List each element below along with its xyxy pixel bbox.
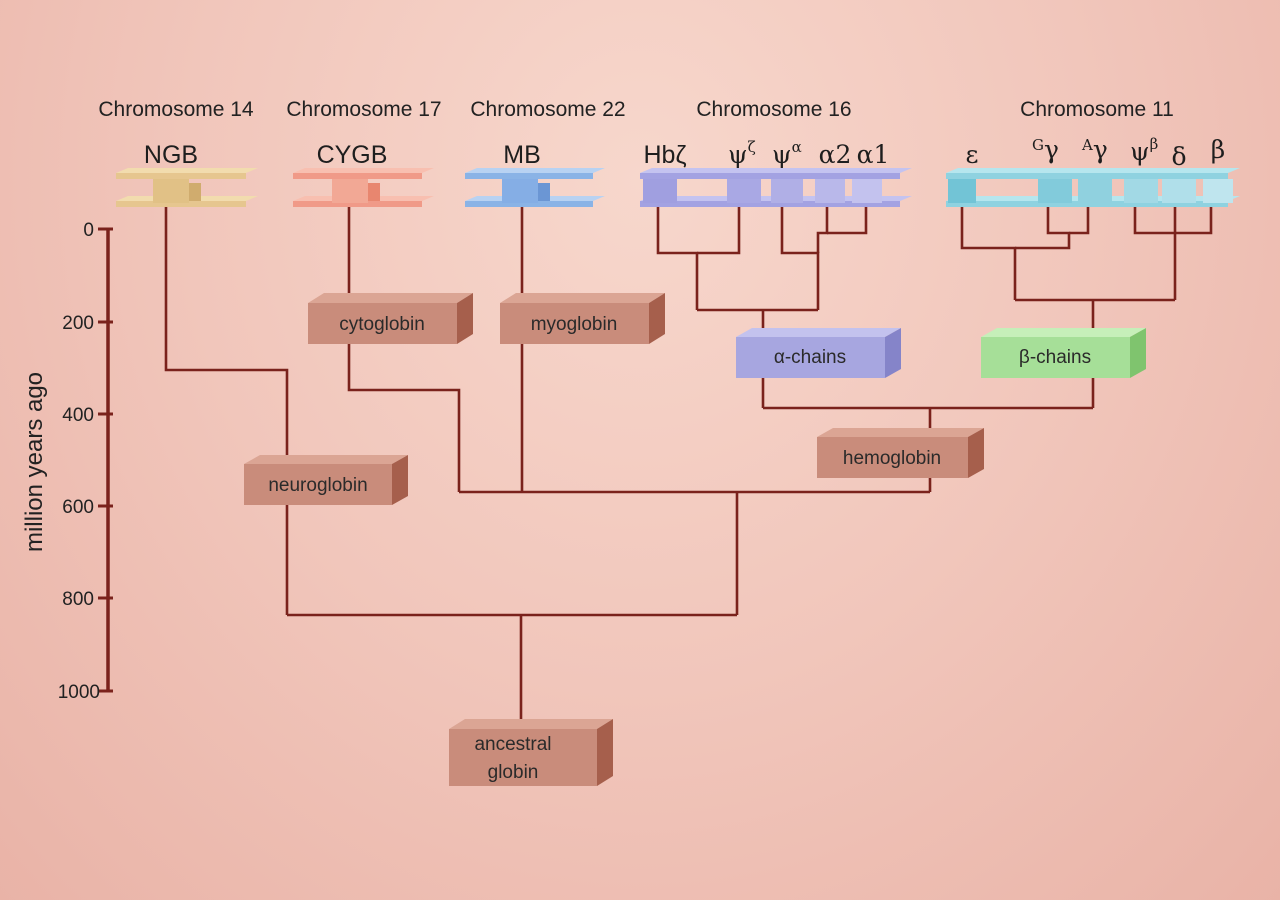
- node-box-neuroglobin: [244, 455, 408, 505]
- time-axis: [98, 227, 113, 693]
- node-box-ancestral-globin: [449, 719, 613, 786]
- node-box-myoglobin: [500, 293, 665, 344]
- axis-label: million years ago: [21, 372, 48, 552]
- chromosome-14-shape: [116, 168, 258, 207]
- tick-label-1000: 1000: [58, 682, 100, 703]
- node-label-ancestral: ancestral: [474, 734, 551, 755]
- chromosome-14-title: Chromosome 14: [98, 98, 254, 121]
- gene-label-psi-beta: ψβ: [1130, 135, 1158, 166]
- gene-label-epsilon: ε: [966, 140, 979, 169]
- node-label-hemoglobin: hemoglobin: [843, 448, 941, 469]
- chromosome-22-title: Chromosome 22: [470, 98, 625, 121]
- node-box-beta-chains: [981, 328, 1146, 378]
- gene-label-a-gamma: Aγ: [1081, 135, 1108, 164]
- tick-label-200: 200: [62, 313, 94, 334]
- gene-label-g-gamma: Gγ: [1032, 135, 1059, 164]
- tick-label-600: 600: [62, 497, 94, 518]
- chromosome-17-title: Chromosome 17: [286, 98, 441, 121]
- gene-label-hb-zeta: Hbζ: [644, 141, 687, 169]
- node-label-myoglobin: myoglobin: [531, 314, 618, 335]
- gene-label-psi-alpha: ψα: [772, 138, 802, 169]
- node-box-alpha-chains: [736, 328, 901, 378]
- chromosome-11-title: Chromosome 11: [1020, 98, 1174, 121]
- gene-label-delta: δ: [1171, 142, 1186, 171]
- chromosome-11-shape: [946, 168, 1240, 207]
- tick-label-800: 800: [62, 589, 94, 610]
- node-label-neuroglobin: neuroglobin: [268, 475, 367, 496]
- chromosome-22-shape: [465, 168, 605, 207]
- chromosome-16-title: Chromosome 16: [696, 98, 851, 121]
- chromosome-17-shape: [293, 168, 434, 207]
- gene-label-mb: MB: [503, 141, 541, 169]
- chromosome-16-shape: [640, 168, 912, 207]
- gene-label-ngb: NGB: [144, 141, 198, 169]
- gene-label-cygb: CYGB: [317, 141, 388, 169]
- node-label-alpha-chains: α-chains: [774, 347, 846, 368]
- node-label-globin: globin: [488, 762, 539, 783]
- node-box-hemoglobin: [817, 428, 984, 478]
- gene-label-alpha1: α1: [857, 140, 890, 169]
- node-box-cytoglobin: [308, 293, 473, 344]
- node-label-beta-chains: β-chains: [1019, 347, 1091, 368]
- tick-label-0: 0: [83, 220, 94, 241]
- gene-label-alpha2: α2: [819, 140, 852, 169]
- gene-label-beta: β: [1211, 135, 1225, 164]
- phylogenetic-tree: [164, 207, 1213, 728]
- gene-label-psi-zeta: ψζ: [728, 138, 756, 169]
- node-label-cytoglobin: cytoglobin: [339, 314, 425, 335]
- tick-label-400: 400: [62, 405, 94, 426]
